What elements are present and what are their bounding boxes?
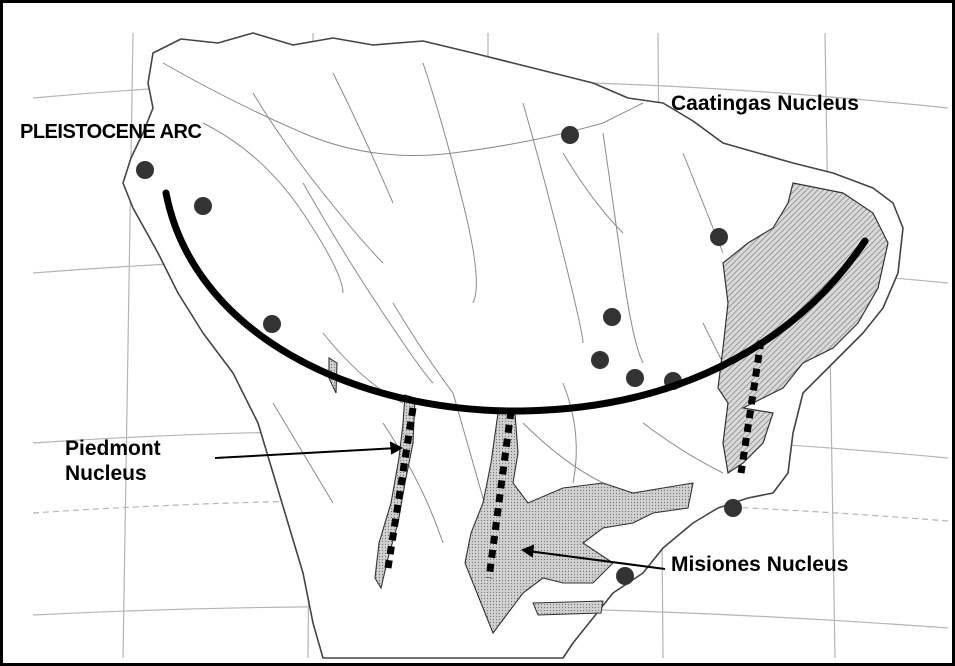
site-dot (626, 369, 644, 387)
site-dot (603, 308, 621, 326)
site-dot (591, 351, 609, 369)
site-dot (724, 499, 742, 517)
misiones-nucleus-strip (532, 600, 604, 616)
site-dot (263, 315, 281, 333)
piedmont-label-line1: Piedmont (65, 437, 161, 460)
site-dot (194, 197, 212, 215)
south-america-map (32, 32, 949, 659)
river-network (162, 62, 744, 544)
arc-connector-dotted-lines (384, 340, 765, 579)
misiones-nucleus-label: Misiones Nucleus (671, 553, 849, 576)
caatingas-nucleus-area (717, 182, 889, 475)
caatingas-nucleus-label: Caatingas Nucleus (671, 92, 859, 115)
piedmont-label-line2: Nucleus (65, 462, 147, 486)
pleistocene-arc-label: PLEISTOCENE ARC (20, 121, 202, 143)
site-dot (561, 126, 579, 144)
site-dot (710, 228, 728, 246)
site-dot (136, 161, 154, 179)
piedmont-nucleus-label: Piedmont Nucleus (65, 436, 161, 486)
label-pointer-lines (214, 441, 666, 570)
continent-coastline (122, 32, 904, 659)
misiones-nucleus-area (464, 412, 694, 635)
refugia-site-markers (136, 126, 742, 585)
site-dot (616, 567, 634, 585)
pleistocene-arc-line (162, 189, 869, 415)
